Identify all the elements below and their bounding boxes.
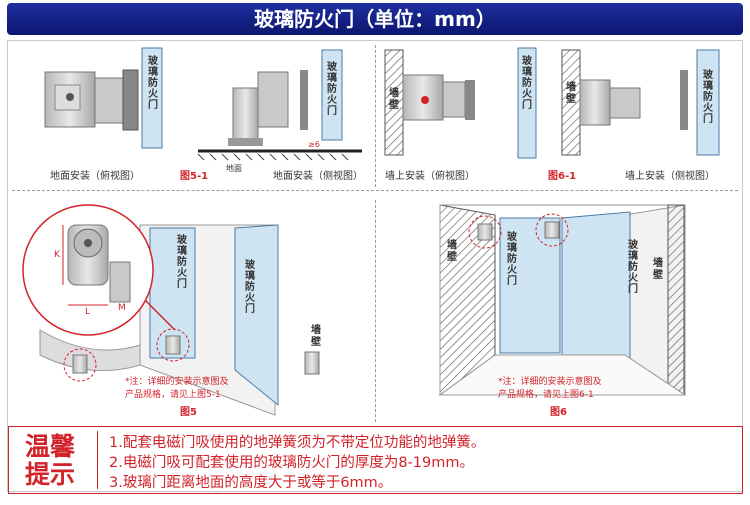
divider-vertical-top xyxy=(375,45,376,187)
detail-k: K xyxy=(54,250,60,260)
divider-horizontal xyxy=(12,190,738,191)
glass-door-label-6: 玻璃防火门 xyxy=(245,260,255,315)
caption-wall-top: 墙上安装（俯视图） xyxy=(385,171,475,182)
glass-door-label-1: 玻璃防火门 xyxy=(148,56,158,111)
glass-door-label-3: 玻璃防火门 xyxy=(522,56,532,111)
wall-label-3: 墙壁 xyxy=(311,325,321,348)
glass-door-label-7: 玻璃防火门 xyxy=(507,232,517,287)
page-title: 玻璃防火门（单位：mm） xyxy=(7,3,743,35)
tips-title: 温馨提示 xyxy=(24,432,75,489)
fig-5-1-label: 图5-1 xyxy=(180,171,209,182)
tips-divider xyxy=(97,431,98,489)
detail-m: M xyxy=(118,303,126,313)
glass-door-label-8: 玻璃防火门 xyxy=(628,240,638,295)
wall-side-view xyxy=(561,49,720,156)
divider-vertical-bottom xyxy=(375,200,376,422)
fig-6-1-label: 图6-1 xyxy=(548,171,577,182)
fig-5-label: 图5 xyxy=(180,407,197,418)
diagram-frame xyxy=(7,40,743,492)
fig5-note: *注：详细的安装示意图及产品规格，请见上图5-1 xyxy=(125,377,229,400)
glass-door-label-4: 玻璃防火门 xyxy=(703,70,713,125)
tip-item-2: 2.电磁门吸可配套使用的玻璃防火门的厚度为8-19mm。 xyxy=(109,455,474,471)
wall-top-view xyxy=(384,47,537,159)
fig6-note: *注：详细的安装示意图及产品规格，请见上图6-1 xyxy=(498,377,602,400)
detail-l: L xyxy=(85,307,91,317)
ground-label: 地面 xyxy=(226,164,242,173)
wall-label-4: 墙壁 xyxy=(447,240,457,263)
wall-label-5: 墙壁 xyxy=(653,258,663,281)
figure5-scene xyxy=(22,204,320,416)
caption-wall-side: 墙上安装（侧视图） xyxy=(625,171,715,182)
ground-side-view xyxy=(197,49,362,161)
caption-ground-top: 地面安装（俯视图） xyxy=(50,171,140,182)
wall-label-1: 墙壁 xyxy=(389,88,399,111)
tips-box: 温馨提示 1.配套电磁门吸使用的地弹簧须为不带定位功能的地弹簧。 2.电磁门吸可… xyxy=(8,426,743,494)
wall-label-2: 墙壁 xyxy=(566,82,576,105)
tip-item-3: 3.玻璃门距离地面的高度大于或等于6mm。 xyxy=(109,475,393,491)
fig-6-label: 图6 xyxy=(550,407,567,418)
ground-top-view xyxy=(44,47,163,149)
figure6-scene xyxy=(438,204,687,396)
glass-door-label-2: 玻璃防火门 xyxy=(327,62,337,117)
caption-ground-side: 地面安装（侧视图） xyxy=(273,171,363,182)
tip-item-1: 1.配套电磁门吸使用的地弹簧须为不带定位功能的地弹簧。 xyxy=(109,435,486,451)
glass-door-label-5: 玻璃防火门 xyxy=(177,235,187,290)
gap-dimension: ≥6 xyxy=(308,140,320,149)
